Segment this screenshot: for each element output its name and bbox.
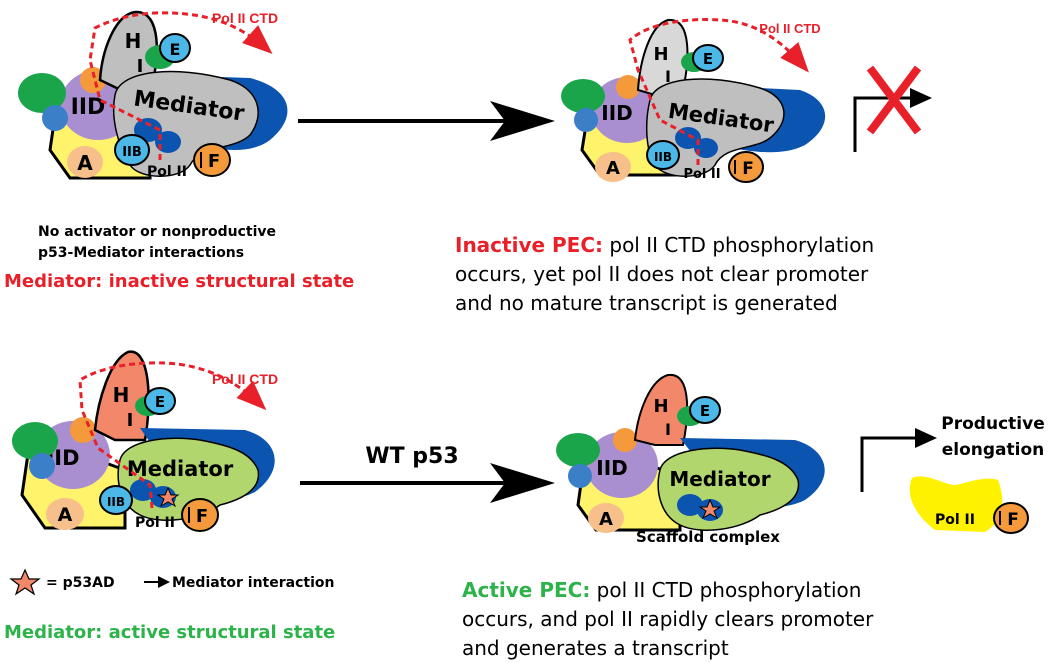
factor-i-label: I: [665, 420, 671, 439]
pol2-label: Pol II: [935, 512, 975, 528]
factor-h-label: H: [113, 383, 130, 407]
factor-e-label: E: [703, 50, 713, 68]
inactive-pec-line1: Inactive PEC: pol II CTD phosphorylation: [455, 233, 874, 257]
caption-no-activator-1: No activator or nonproductive: [38, 224, 276, 240]
active-pec-line2: occurs, and pol II rapidly clears promot…: [462, 607, 874, 631]
factor-h-label: H: [125, 29, 142, 53]
complex-inactive-pec: A IID H I E Mediator IIB Pol II F Pol II…: [561, 18, 826, 183]
inactive-pec-text1: pol II CTD phosphorylation: [603, 233, 874, 257]
factor-h-label: H: [653, 396, 668, 417]
active-pec-title: Active PEC:: [462, 578, 590, 602]
released-pol2: Pol II F: [909, 476, 1029, 534]
factor-a-label: A: [606, 158, 620, 179]
promoter-productive: Productive elongation: [860, 414, 1045, 492]
active-pec-text1: pol II CTD phosphorylation: [590, 578, 861, 602]
productive-label-2: elongation: [942, 440, 1045, 460]
factor-iib-label: IIB: [122, 145, 142, 160]
ctd-label: Pol II CTD: [212, 10, 278, 26]
factor-f-label: F: [208, 151, 220, 172]
factor-a-label: A: [77, 151, 93, 175]
productive-label-1: Productive: [941, 414, 1044, 434]
legend-p53ad: = p53AD Mediator interaction: [9, 568, 334, 596]
arrow-bottom: WT p53: [300, 444, 555, 503]
mediator-label: Mediator: [127, 457, 234, 481]
active-pec-line3: and generates a transcript: [462, 636, 729, 660]
legend-eq-text: = p53AD: [46, 575, 115, 591]
inactive-pec-title: Inactive PEC:: [455, 233, 603, 257]
factor-iib-label: IIB: [654, 150, 672, 164]
pol2-label: Pol II: [683, 167, 720, 182]
p53ad-star: [156, 486, 180, 508]
mediator-label: Mediator: [669, 467, 770, 491]
ctd-label: Pol II CTD: [759, 21, 820, 36]
factor-iib-label: IIB: [107, 495, 125, 509]
complex-scaffold: A IID H I E Mediator Scaffold complex: [556, 373, 825, 546]
arrow-top: [298, 101, 555, 141]
factor-e-label: E: [155, 393, 165, 411]
complex-inactive-no-activator: A IID H I E Mediator IIB Pol II F Pol II…: [18, 10, 288, 180]
factor-iid-label: IID: [601, 101, 632, 125]
factor-h-label: H: [653, 44, 668, 65]
factor-e-label: E: [700, 402, 710, 420]
factor-iid-label: IID: [596, 456, 627, 480]
p53ad-star: [698, 498, 722, 520]
legend-star-icon: [9, 568, 41, 596]
factor-i-label: I: [127, 410, 134, 431]
legend-interaction-text: Mediator interaction: [172, 575, 334, 591]
active-pec-line1: Active PEC: pol II CTD phosphorylation: [462, 578, 861, 602]
promoter-blocked: [853, 65, 932, 152]
inactive-pec-line2: occurs, yet pol II does not clear promot…: [455, 262, 869, 286]
factor-f-label: F: [742, 159, 754, 179]
pol2-label: Pol II: [147, 164, 187, 180]
pol2-label: Pol II: [135, 515, 175, 531]
factor-i-label: I: [137, 56, 144, 77]
factor-iid-label: IID: [71, 95, 106, 120]
scaffold-label: Scaffold complex: [636, 528, 780, 546]
caption-no-activator-2: p53-Mediator interactions: [38, 245, 244, 261]
complex-active-p53: A IID H I E Mediator IIB Pol II F Pol II…: [12, 350, 278, 532]
factor-f-label: F: [1007, 510, 1019, 530]
mediator-active-state: Mediator: active structural state: [4, 622, 335, 643]
factor-e-label: E: [170, 40, 181, 59]
factor-f-label: F: [196, 506, 208, 527]
factor-i-label: I: [665, 67, 671, 86]
inactive-pec-line3: and no mature transcript is generated: [455, 291, 838, 315]
mediator-inactive-state: Mediator: inactive structural state: [4, 271, 354, 292]
ctd-label: Pol II CTD: [212, 371, 278, 387]
factor-a-label: A: [599, 509, 613, 530]
wt-p53-label: WT p53: [365, 444, 458, 469]
factor-a-label: A: [58, 504, 73, 526]
